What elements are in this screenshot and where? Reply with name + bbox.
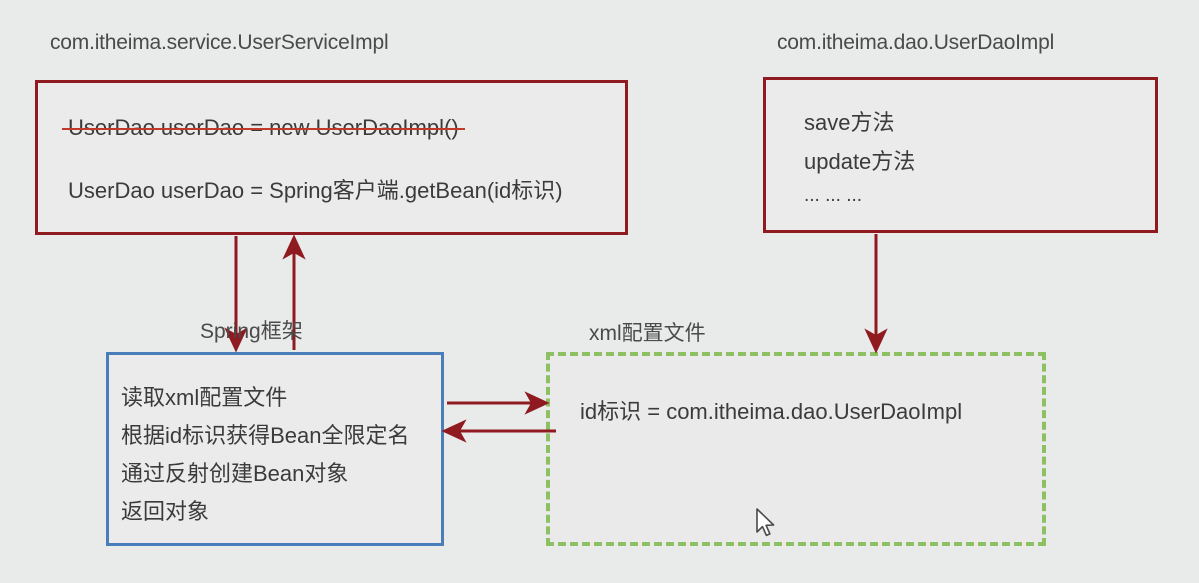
dao-line-ellipsis: ... ... ... [804, 185, 863, 206]
service-line-struck-text: UserDao userDao = new UserDaoImpl() [68, 115, 459, 140]
xml-line-id-mapping: id标识 = com.itheima.dao.UserDaoImpl [580, 399, 963, 424]
dao-line-save: save方法 [804, 110, 895, 135]
dao-impl-box-lines: save方法 update方法 ... ... ... [766, 80, 1155, 230]
spring-line-return-object: 返回对象 [121, 499, 210, 524]
spring-line-get-bean-name: 根据id标识获得Bean全限定名 [121, 423, 410, 448]
caption-user-service-impl: com.itheima.service.UserServiceImpl [50, 31, 389, 54]
caption-user-dao-impl: com.itheima.dao.UserDaoImpl [777, 31, 1055, 54]
xml-config-box-lines: id标识 = com.itheima.dao.UserDaoImpl [550, 356, 1042, 542]
dao-impl-box: save方法 update方法 ... ... ... [763, 77, 1158, 233]
service-line-struck: UserDao userDao = new UserDaoImpl() [62, 115, 465, 141]
strikethrough-bar [62, 128, 465, 130]
spring-framework-box: 读取xml配置文件 根据id标识获得Bean全限定名 通过反射创建Bean对象 … [106, 352, 444, 546]
service-line-active: UserDao userDao = Spring客户端.getBean(id标识… [68, 178, 563, 203]
spring-line-read-xml: 读取xml配置文件 [121, 385, 288, 410]
spring-line-reflection-create: 通过反射创建Bean对象 [121, 461, 349, 486]
xml-config-box: id标识 = com.itheima.dao.UserDaoImpl [546, 352, 1046, 546]
label-spring-framework: Spring框架 [200, 320, 303, 343]
service-impl-box: UserDao userDao = new UserDaoImpl() User… [35, 80, 628, 235]
spring-framework-box-lines: 读取xml配置文件 根据id标识获得Bean全限定名 通过反射创建Bean对象 … [109, 355, 441, 543]
service-impl-box-lines: UserDao userDao = new UserDaoImpl() User… [38, 83, 625, 232]
dao-line-update: update方法 [804, 149, 916, 174]
label-xml-config: xml配置文件 [589, 322, 706, 345]
